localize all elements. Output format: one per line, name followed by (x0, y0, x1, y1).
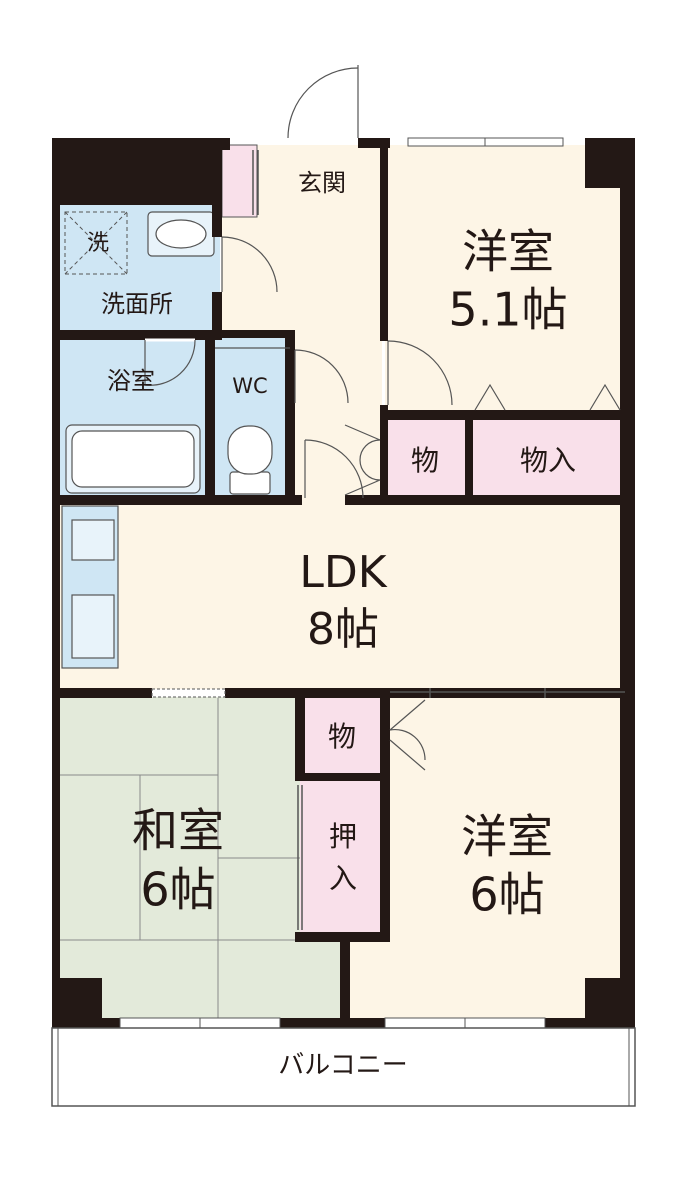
genkan-label: 玄関 (298, 169, 346, 197)
washitsu-name: 和室 (132, 804, 224, 858)
ldk-name: LDK (299, 547, 387, 598)
senmenjo-label: 洗面所 (101, 290, 173, 318)
ldk-floor (55, 501, 630, 693)
washbasin (147, 211, 215, 257)
wc-label: WC (232, 374, 267, 398)
storage-small-mid-floor (300, 697, 385, 774)
oshiire-label-top: 押 (329, 820, 357, 853)
western-room-2-size: 6帖 (469, 868, 544, 922)
western-room-2-floor (345, 693, 630, 1023)
washitsu-size: 6帖 (140, 863, 215, 917)
western-room-1-size: 5.1帖 (448, 283, 567, 337)
balcony-outline (51, 1027, 636, 1107)
storage-small-top-label: 物 (411, 444, 439, 477)
balcony-label: バルコニー (278, 1051, 407, 1081)
walls (52, 138, 635, 1028)
western-room-1-name: 洋室 (462, 225, 554, 279)
oshiire-label-bottom: 入 (329, 862, 357, 895)
oshiire-floor (300, 778, 385, 940)
storage-top-floor (470, 420, 630, 498)
toilet (227, 425, 273, 495)
sliding-partition-ldk (151, 688, 226, 698)
western-room-1-floor (385, 145, 630, 415)
kitchen-counter (61, 505, 119, 669)
storage-top-label: 物入 (520, 444, 576, 477)
sliding-doors (252, 150, 625, 930)
storage-small-mid-label: 物 (328, 720, 356, 753)
ldk-size: 8帖 (307, 604, 379, 655)
bathtub (65, 424, 201, 494)
bath-label: 浴室 (107, 367, 155, 395)
doors (144, 65, 621, 771)
western-room-2-name: 洋室 (461, 810, 553, 864)
washer-pan (64, 211, 128, 275)
genkan-shoe-cabinet (221, 144, 258, 218)
storage-small-top-floor (385, 420, 465, 498)
washer-label: 洗 (87, 231, 109, 256)
